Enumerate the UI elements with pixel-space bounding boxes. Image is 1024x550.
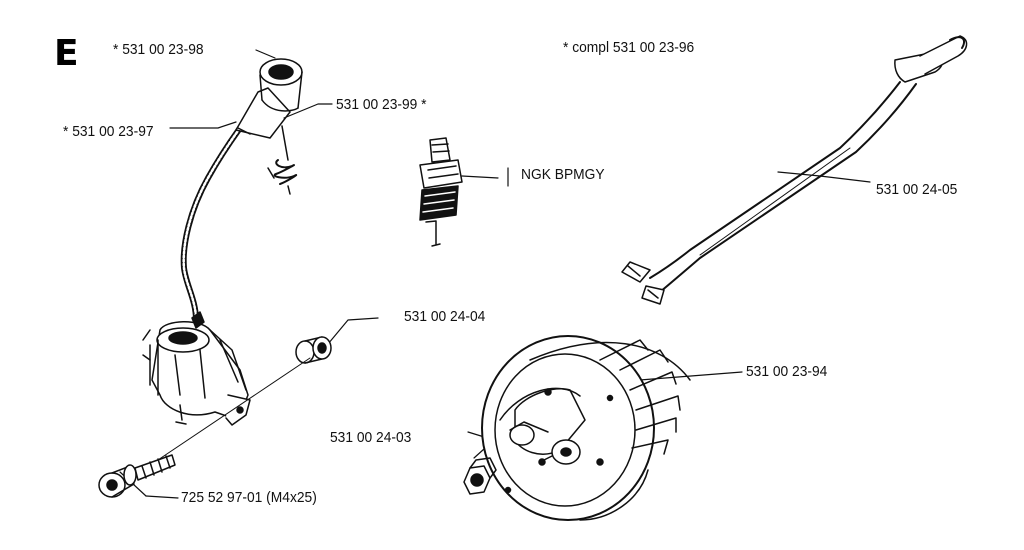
label-flywheel: 531 00 23-94: [746, 363, 828, 380]
label-nut: 531 00 24-03: [330, 429, 412, 446]
spacer-sleeve: [295, 336, 332, 364]
flywheel-nut: [463, 457, 497, 495]
label-spark-plug: NGK BPMGY: [521, 166, 605, 183]
label-cable: 531 00 24-05: [876, 181, 958, 198]
label-complete-note: * compl 531 00 23-96: [563, 39, 695, 56]
assembly-axis: [139, 357, 311, 473]
flywheel: [481, 335, 691, 521]
label-screw: 725 52 97-01 (M4x25): [181, 489, 317, 506]
spark-plug-boot: [235, 58, 303, 139]
section-letter: E: [54, 33, 79, 74]
boot-spring: [267, 125, 298, 195]
ignition-lead: [180, 125, 243, 329]
cable-assembly: [621, 35, 968, 305]
label-boot-cap: * 531 00 23-98: [113, 41, 204, 58]
ignition-coil: [142, 321, 251, 426]
label-lead: * 531 00 23-97: [63, 123, 154, 140]
label-boot-spring: 531 00 23-99 *: [336, 96, 427, 113]
label-spacer: 531 00 24-04: [404, 308, 486, 325]
mounting-screw: [98, 454, 176, 498]
spark-plug: [419, 137, 509, 247]
